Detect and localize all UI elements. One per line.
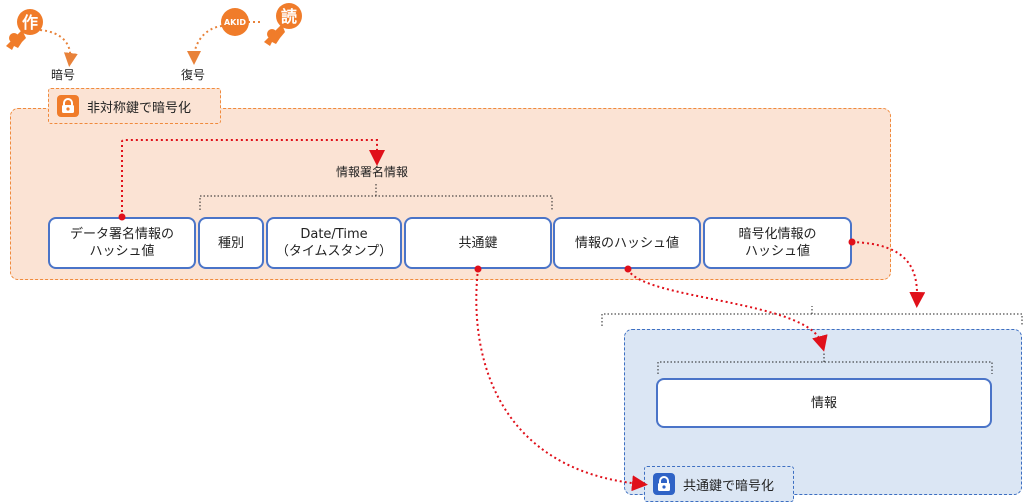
akid-badge-text: AKID [224,18,246,27]
kind-box: 種別 [198,217,264,269]
right-key-badge-text: 読 [281,7,297,26]
common-key-box: 共通鍵 [404,217,552,269]
common-key-to-encrypt-arrow [475,268,648,492]
signature-info-bracket [199,184,553,210]
datetime-box: Date/Time （タイムスタンプ） [266,217,402,269]
hash-to-signature-arrow [121,139,385,217]
info-hash-to-info-arrow [627,268,828,352]
info-bracket [657,352,993,374]
encrypted-group-bracket [601,306,1023,326]
common-key-encrypt-tag: 共通鍵で暗号化 [644,466,794,502]
key-icon-right [264,3,302,46]
asym-encrypt-label: 非対称鍵で暗号化 [87,100,192,116]
enc-hash-to-group-arrow [851,241,926,308]
decrypt-label: 復号 [181,68,206,82]
lock-icon [653,473,675,495]
key-icon-left [6,9,43,50]
akid-badge-icon [221,8,249,36]
signature-info-label: 情報署名情報 [336,165,409,179]
encrypt-label: 暗号 [51,68,76,82]
lock-icon [57,95,79,117]
info-box: 情報 [656,378,992,428]
asym-encrypt-tag: 非対称鍵で暗号化 [48,88,221,124]
common-key-encrypt-label: 共通鍵で暗号化 [683,478,775,494]
left-key-badge-text: 作 [22,13,38,32]
akid-arrow [187,25,223,65]
encrypt-key-arrow [39,29,78,67]
